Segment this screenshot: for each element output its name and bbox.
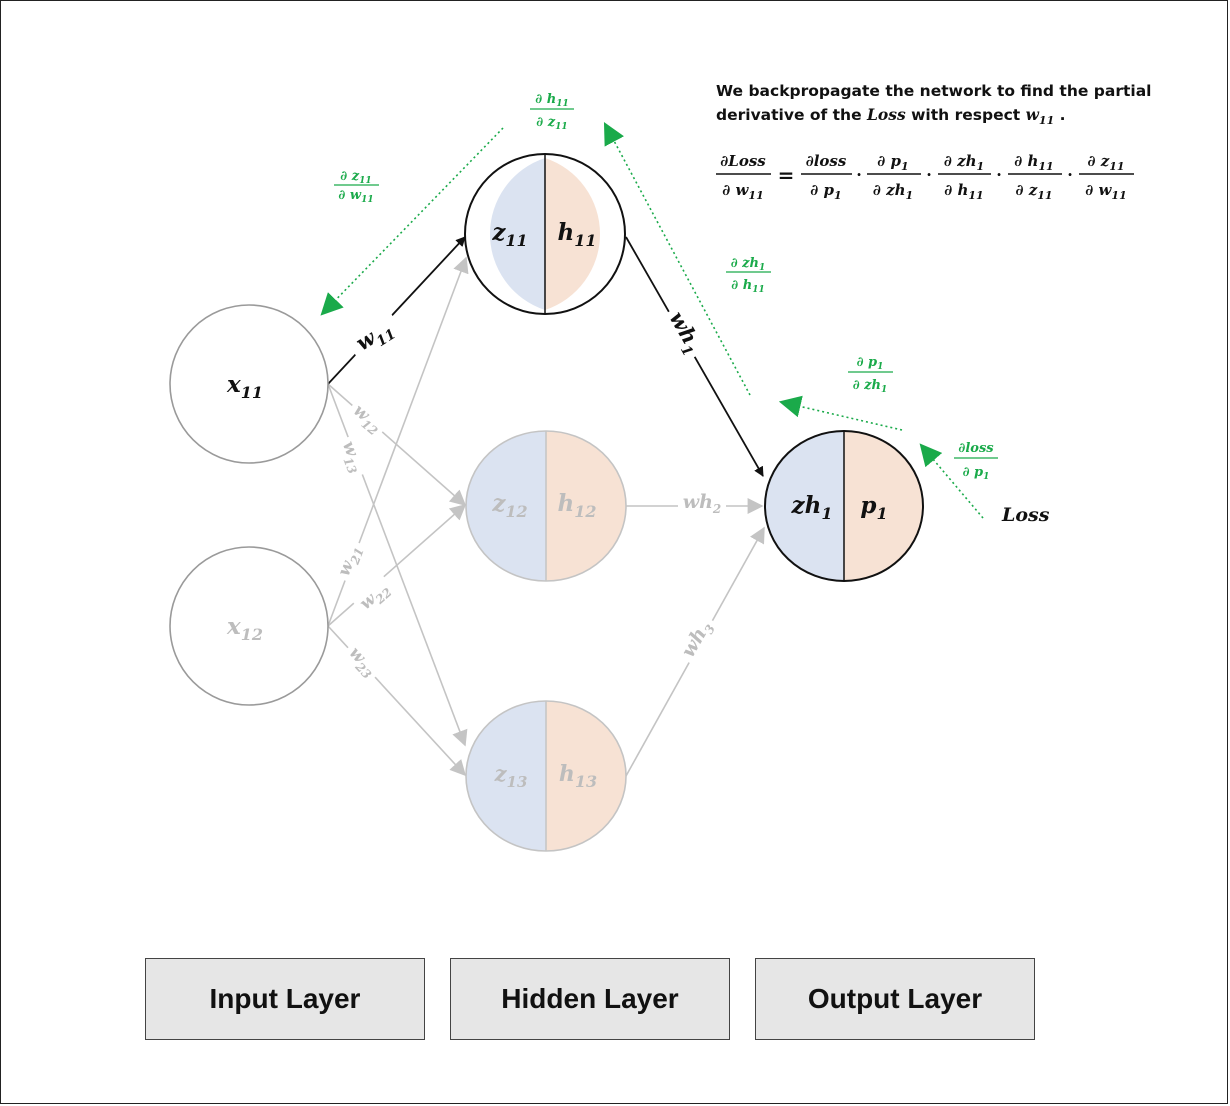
gradient-label-dh11-dz11: ∂ h11 ∂ z11: [530, 92, 574, 132]
chain-rule-equation: ∂Loss ∂ w11 = ∂loss ∂ p1 · ∂ p1 ∂ zh1 · …: [716, 152, 1134, 202]
svg-text:∂ z11: ∂ z11: [1015, 181, 1052, 202]
equals-sign: =: [778, 163, 795, 187]
z11-label: z11: [491, 219, 527, 250]
svg-text:∂Loss: ∂Loss: [720, 152, 766, 170]
svg-text:∂ w11: ∂ w11: [1085, 181, 1126, 202]
dot-2: ·: [926, 165, 932, 184]
description-line-2: derivative of the Loss with respect w11 …: [716, 105, 1066, 128]
svg-text:∂ z11: ∂ z11: [536, 115, 567, 132]
h13-label: h13: [559, 761, 597, 791]
backprop-arrows: [320, 122, 984, 519]
equation-term-1: ∂loss ∂ p1: [801, 152, 852, 202]
backprop-zh1-to-h11: [603, 122, 751, 396]
hidden-node-12: z12 h12: [465, 430, 627, 582]
gradient-label-dp1-dzh1: ∂ p1 ∂ zh1: [848, 355, 893, 395]
edge-x12-h12: [327, 503, 467, 627]
z12-label: z12: [491, 490, 527, 521]
weight-label-w21: w21: [331, 538, 369, 584]
backprop-z11-to-w11: [320, 127, 504, 316]
z13-label: z13: [494, 761, 528, 791]
equation-term-2: ∂ p1 ∂ zh1: [867, 152, 921, 202]
svg-text:x12: x12: [226, 613, 263, 644]
svg-text:w21: w21: [334, 542, 367, 580]
svg-text:∂ p1: ∂ p1: [963, 465, 990, 482]
output-node: zh1 p1: [764, 430, 924, 582]
dot-3: ·: [996, 165, 1002, 184]
svg-text:∂ z11: ∂ z11: [340, 169, 371, 186]
backprop-p1-to-zh1: [778, 395, 903, 431]
h12-label: h12: [558, 490, 597, 521]
gradient-label-dzh1-dh11: ∂ zh1 ∂ h11: [726, 256, 771, 295]
weight-label-w22: w22: [352, 574, 398, 620]
svg-text:∂ p1: ∂ p1: [810, 181, 841, 202]
input-layer-box: Input Layer: [145, 958, 425, 1040]
svg-text:∂ p1: ∂ p1: [857, 355, 884, 372]
hidden-node-11: z11 h11: [464, 153, 626, 315]
weight-label-wh1: wh1: [659, 301, 712, 363]
dot-4: ·: [1067, 165, 1073, 184]
hidden-node-13: z13 h13: [465, 700, 627, 852]
svg-text:∂ zh1: ∂ zh1: [944, 152, 984, 173]
input-node-x12: x12: [169, 546, 329, 706]
equation-term-4: ∂ h11 ∂ z11: [1008, 152, 1062, 202]
svg-text:∂ w11: ∂ w11: [338, 188, 373, 205]
weight-label-w13: w13: [333, 434, 371, 480]
svg-text:∂ h11: ∂ h11: [535, 92, 568, 109]
input-node-x11: x11: [169, 304, 329, 464]
gradient-label-dz11-dw11: ∂ z11 ∂ w11: [334, 169, 379, 205]
weight-label-w11: w11: [343, 308, 404, 362]
backprop-description: We backpropagate the network to find the…: [716, 80, 1176, 132]
svg-text:∂ zh1: ∂ zh1: [731, 256, 766, 273]
svg-text:∂ h11: ∂ h11: [731, 278, 764, 295]
svg-text:wh2: wh2: [683, 491, 722, 516]
output-layer-box: Output Layer: [755, 958, 1035, 1040]
svg-text:∂ h11: ∂ h11: [944, 181, 983, 202]
svg-text:∂ zh1: ∂ zh1: [873, 181, 913, 202]
svg-text:∂ z11: ∂ z11: [1087, 152, 1124, 173]
weight-label-wh2: wh2: [678, 490, 726, 516]
gradient-label-dloss-dp1: ∂loss ∂ p1: [954, 441, 998, 482]
svg-text:∂ w11: ∂ w11: [722, 181, 763, 202]
weight-label-w23: w23: [339, 639, 385, 685]
hidden-layer-box: Hidden Layer: [450, 958, 730, 1040]
loss-label: Loss: [1001, 504, 1050, 526]
svg-text:∂ zh1: ∂ zh1: [853, 378, 888, 395]
svg-text:∂loss: ∂loss: [806, 152, 847, 170]
p1-label: p1: [860, 492, 887, 523]
equation-term-3: ∂ zh1 ∂ h11: [938, 152, 991, 202]
svg-text:∂ p1: ∂ p1: [877, 152, 908, 173]
svg-text:x11: x11: [226, 371, 263, 402]
description-line-1: We backpropagate the network to find the…: [716, 82, 1152, 100]
equation-term-5: ∂ z11 ∂ w11: [1079, 152, 1134, 202]
h11-label: h11: [558, 219, 597, 250]
edge-x11-h11: [327, 236, 466, 385]
zh1-label: zh1: [791, 492, 833, 523]
dot-1: ·: [856, 165, 862, 184]
backprop-loss-to-p1: [919, 443, 984, 519]
svg-text:∂ h11: ∂ h11: [1014, 152, 1053, 173]
equation-lhs: ∂Loss ∂ w11: [716, 152, 771, 202]
svg-text:∂loss: ∂loss: [958, 441, 994, 456]
